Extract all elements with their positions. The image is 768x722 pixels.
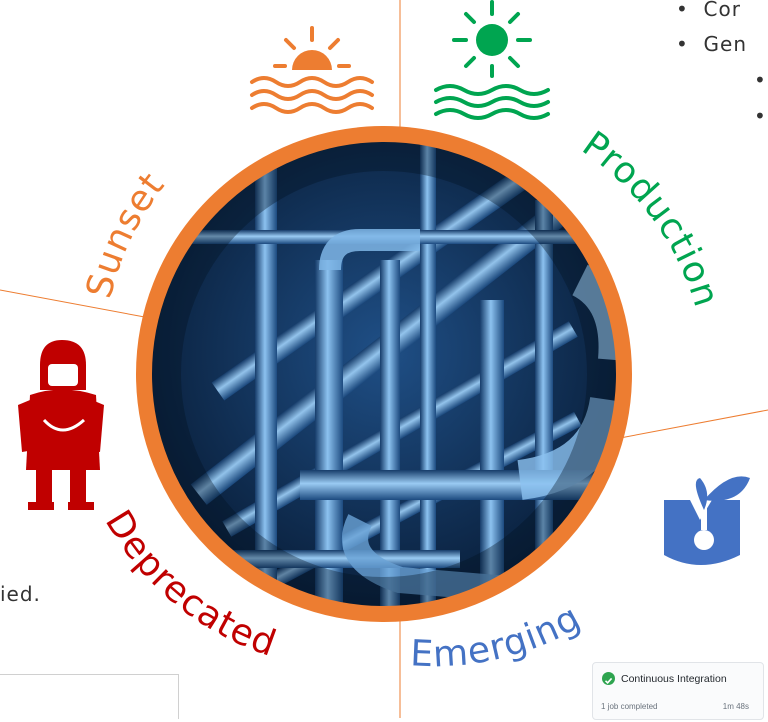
ci-duration: 1m 48s — [722, 702, 749, 711]
ci-title: Continuous Integration — [621, 673, 727, 685]
bullet-text: Gen — [703, 32, 747, 56]
sunset-icon — [250, 26, 374, 114]
cutoff-text: ied. — [0, 582, 41, 606]
ci-subtitle: 1 job completed — [601, 702, 658, 711]
bullet-marker: • — [754, 104, 767, 128]
sprout-icon — [664, 476, 750, 565]
sun-over-water-icon — [434, 0, 550, 120]
bullet-item: • Gen — [676, 32, 747, 56]
sub-bullet-item: • — [754, 104, 767, 128]
bullet-text: Cor — [703, 0, 741, 21]
bullet-marker: • — [754, 68, 767, 92]
lifecycle-ring — [136, 126, 632, 622]
bottom-panel — [0, 674, 179, 719]
divider-line-right — [619, 409, 768, 439]
check-circle-icon — [602, 672, 615, 685]
sub-bullet-item: • — [754, 68, 767, 92]
bullet-marker: • — [676, 32, 704, 56]
bullet-item: • Cor — [676, 0, 741, 21]
bullet-marker: • — [676, 0, 704, 21]
industrial-pipes-image — [151, 141, 617, 607]
divider-line-left — [0, 289, 151, 319]
ci-status-card[interactable]: Continuous Integration 1 job completed 1… — [592, 662, 764, 720]
caveman-icon — [18, 340, 104, 510]
